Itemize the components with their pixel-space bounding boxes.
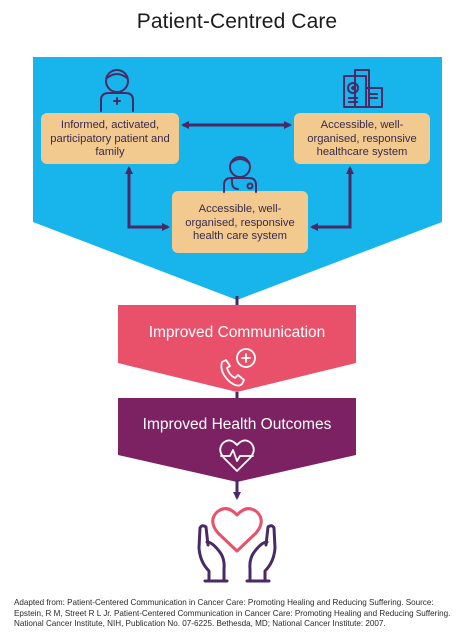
- doctor-icon: [223, 156, 257, 193]
- source-note: Adapted from: Patient-Centered Communica…: [14, 598, 451, 629]
- communication-label: Improved Communication: [148, 324, 326, 341]
- outcomes-band: [118, 398, 356, 482]
- communication-band: [118, 305, 356, 392]
- patient-icon: [100, 69, 134, 112]
- hospital-icon: [343, 69, 383, 108]
- left-elbow-arrow: [125, 166, 170, 231]
- patient-box-label: Informed, activated, participatory patie…: [50, 119, 170, 158]
- right-elbow-arrow: [310, 166, 354, 231]
- patient-box: [41, 113, 179, 164]
- healthcare-box-label: Accessible, well-organised, responsive h…: [307, 119, 417, 158]
- outcomes-label: Improved Health Outcomes: [142, 416, 332, 433]
- clinician-box-label: Accessible, well-organised, responsive h…: [185, 203, 295, 242]
- diagram-title: Patient-Centred Care: [136, 10, 338, 33]
- heart-pulse-icon: [219, 439, 255, 472]
- phone-medical-icon: [220, 348, 256, 387]
- hands-heart-icon: [197, 507, 277, 583]
- clinician-box: [172, 191, 308, 253]
- healthcare-box: [294, 113, 430, 164]
